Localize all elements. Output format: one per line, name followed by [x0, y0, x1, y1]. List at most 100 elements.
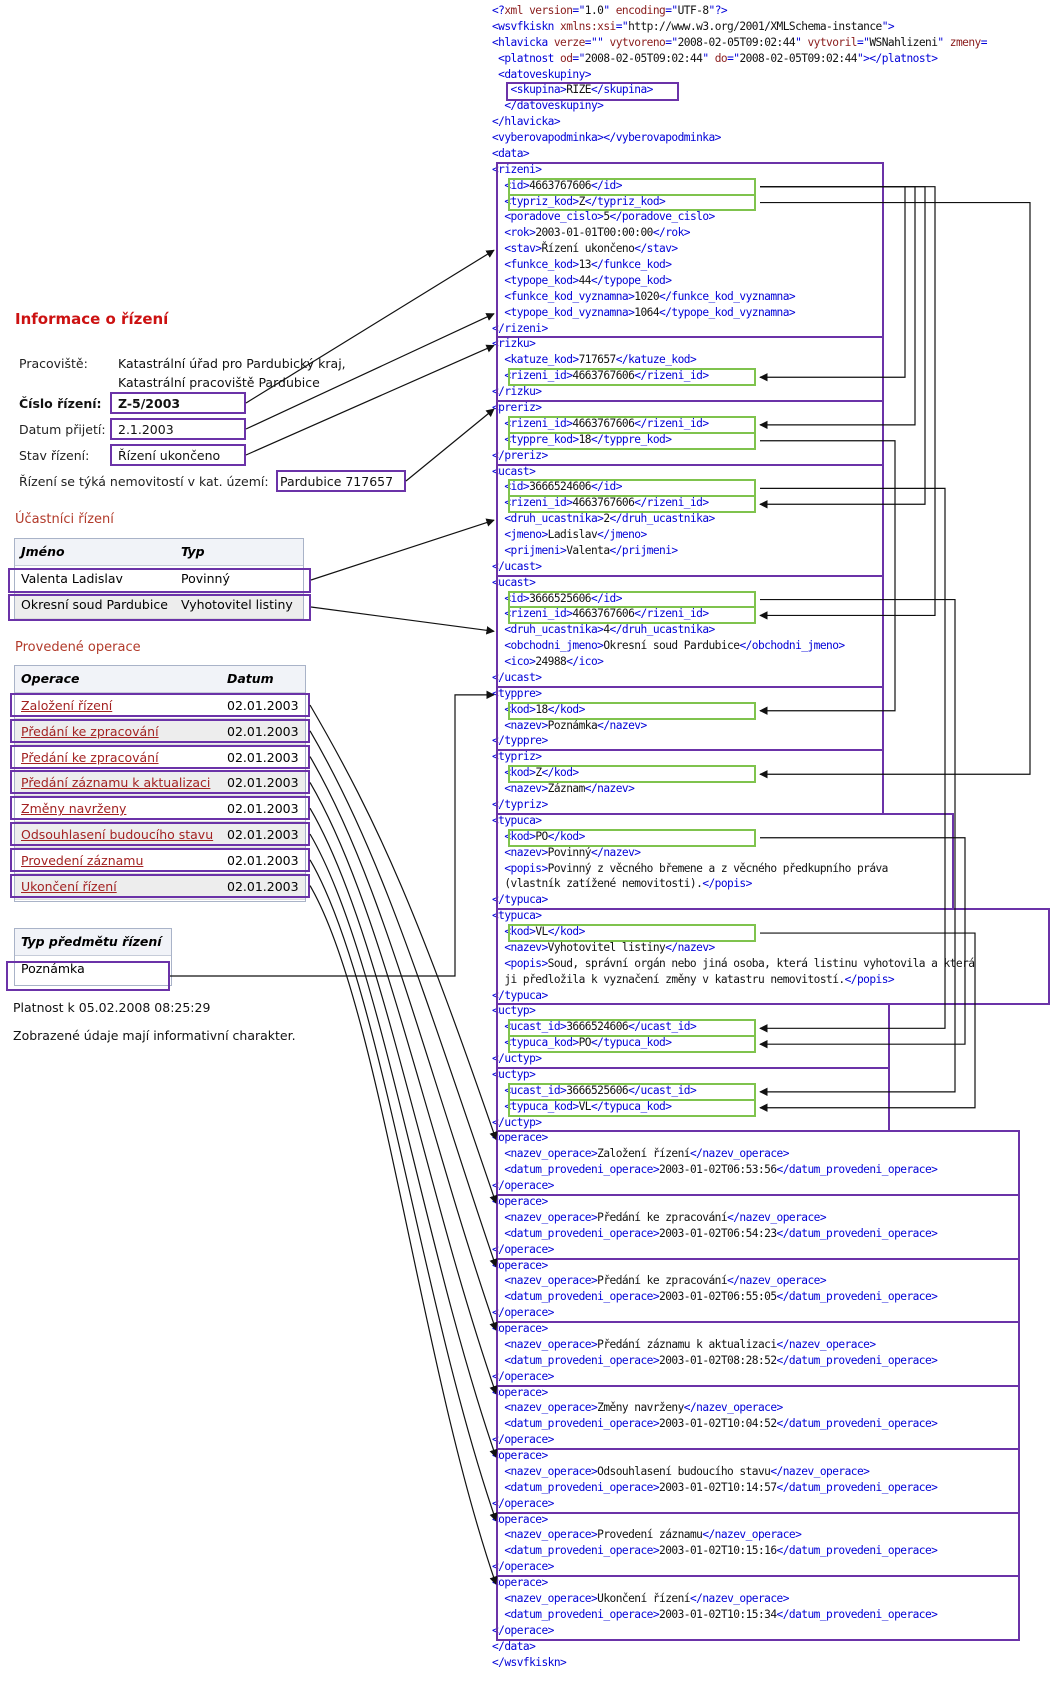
xml-token: <nazev_operace> — [492, 1210, 598, 1224]
xml-token: <typope_kod_vyznamna> — [492, 305, 635, 319]
xml-token: Z — [535, 766, 542, 780]
operation-link[interactable]: Odsouhlasení budoucího stavu — [21, 827, 214, 842]
operation-date: 02.01.2003 — [227, 775, 299, 791]
xml-token: <datum_provedeni_operace> — [492, 1544, 660, 1558]
operation-to-xml-line — [309, 782, 498, 1331]
xml-line: <ucast> — [492, 576, 536, 589]
xml-token: <typuca> — [492, 909, 542, 923]
xml-token: </typope_kod> — [590, 273, 672, 287]
xml-token: <hlavicka — [492, 35, 554, 49]
xml-token: <druh_ucastnika> — [492, 512, 604, 526]
participant-type: Vyhotovitel listiny — [181, 597, 293, 612]
xml-token: 1.0 — [584, 4, 604, 17]
col-type-header: Typ — [181, 544, 205, 559]
xml-line: </uctyp> — [492, 1116, 542, 1129]
xml-token: 3666524606 — [566, 1020, 629, 1034]
xml-line: <nazev_operace>Provedení záznamu</nazev_… — [492, 1528, 801, 1541]
xml-token: </operace> — [492, 1306, 554, 1320]
operation-to-xml-line — [309, 885, 498, 1585]
xml-token: zmeny — [949, 35, 981, 49]
xml-line: <typope_kod>44</typope_kod> — [492, 273, 672, 287]
cadastre-label: Řízení se týká nemovitostí v kat. území: — [19, 474, 269, 489]
xml-token: </datum_provedeni_operace> — [776, 1607, 938, 1621]
xml-token: 2003-01-02T08:28:52 — [659, 1353, 777, 1367]
xml-token: 13 — [578, 258, 592, 272]
xml-token: 2 — [603, 512, 610, 526]
xml-token: </nazev> — [584, 782, 635, 796]
xml-token: <nazev_operace> — [492, 1337, 598, 1351]
operation-date: 02.01.2003 — [227, 878, 299, 894]
xml-token: <kod> — [492, 829, 536, 843]
xml-token: </ico> — [566, 655, 604, 669]
xml-token: <nazev_operace> — [492, 1528, 598, 1542]
xml-token: 2003-01-01T00:00:00 — [535, 226, 653, 240]
xml-token: ji předložila k vyznačení změny v katast… — [492, 972, 845, 986]
xml-line: <kod>VL</kod> — [492, 925, 585, 938]
xml-token: </rizku> — [492, 385, 542, 399]
operation-link[interactable]: Předání ke zpracování — [21, 749, 159, 765]
xml-token: <? — [492, 4, 505, 17]
xml-token: Z — [578, 194, 586, 208]
xml-token: </ucast_id> — [628, 1020, 697, 1034]
xml-token: </kod> — [547, 829, 586, 843]
xml-token: Předání záznamu k aktualizaci — [597, 1337, 777, 1351]
operation-link[interactable]: Změny navrženy — [21, 801, 127, 817]
xml-token: <katuze_kod> — [492, 353, 579, 367]
xml-token: Změny navrženy — [597, 1401, 684, 1415]
fk-rizku-line — [759, 186, 906, 382]
xml-token: <datum_provedeni_operace> — [492, 1417, 660, 1431]
operation-link[interactable]: Ukončení řízení — [21, 878, 117, 894]
operation-to-xml-line — [309, 807, 498, 1395]
operation-link[interactable]: Založení řízení — [21, 698, 113, 713]
xml-token: 4663767606 — [572, 416, 635, 430]
xml-line: <funkce_kod_vyznamna>1020</funkce_kod_vy… — [492, 290, 795, 303]
fk-typriz-line — [759, 201, 1031, 779]
xml-token: </operace> — [492, 1433, 554, 1447]
xml-token: 1020 — [634, 289, 660, 303]
xml-token: </datum_provedeni_operace> — [776, 1417, 938, 1431]
xml-token: http://www.w3.org/2001/XMLSchema-instanc… — [628, 19, 882, 33]
participants-heading: Účastníci řízení — [15, 512, 114, 527]
xml-line: <stav>Řízení ukončeno</stav> — [492, 242, 678, 255]
xml-line: <nazev_operace>Předání záznamu k aktuali… — [492, 1338, 876, 1351]
xml-line: <datum_provedeni_operace>2003-01-02T06:5… — [492, 1163, 938, 1177]
operation-link[interactable]: Předání ke zpracování — [21, 723, 159, 739]
workplace-value-line2: Katastrální pracoviště Pardubice — [118, 375, 320, 390]
xml-token: </datum_provedeni_operace> — [776, 1163, 938, 1177]
xml-token: Ukončení řízení — [597, 1592, 690, 1605]
fk-ucast-line — [759, 186, 926, 509]
xml-line: </operace> — [492, 1243, 554, 1256]
xml-token: Řízení ukončeno — [541, 242, 635, 256]
xml-token: <datoveskupiny> — [492, 67, 591, 81]
operation-link[interactable]: Provedení záznamu — [21, 852, 144, 868]
xml-token: "?> — [708, 4, 728, 17]
xml-token: </wsvfkiskn> — [492, 1655, 567, 1669]
xml-token: </katuze_kod> — [615, 353, 697, 367]
xml-line: <datum_provedeni_operace>2003-01-02T10:0… — [492, 1417, 938, 1431]
xml-token: <wsvfkiskn — [492, 19, 561, 33]
xml-token: </kod> — [547, 702, 586, 716]
operation-date: 02.01.2003 — [227, 852, 299, 868]
xml-token: </operace> — [492, 1623, 554, 1637]
xml-token: =" — [572, 4, 585, 17]
xml-token: <obchodni_jmeno> — [492, 639, 604, 653]
xml-token: Soud, správní orgán nebo jiná osoba, kte… — [547, 956, 975, 970]
xml-token: <kod> — [492, 702, 536, 716]
xml-token: </rizeni_id> — [634, 369, 709, 383]
xml-token: </datum_provedeni_operace> — [776, 1544, 938, 1558]
xml-token: (vlastník zatížené nemovitosti). — [492, 877, 703, 891]
xml-token: " — [702, 51, 715, 65]
xml-token: </operace> — [492, 1369, 554, 1383]
xml-token: <operace> — [492, 1322, 548, 1336]
xml-token: <datum_provedeni_operace> — [492, 1353, 660, 1367]
xml-token: 2008-02-05T09:02:44 — [584, 51, 703, 65]
xml-token: 2003-01-02T10:04:52 — [659, 1417, 777, 1431]
operation-link[interactable]: Předání záznamu k aktualizaci — [21, 775, 211, 791]
xml-token: </nazev_operace> — [727, 1210, 827, 1224]
xml-token: <operace> — [492, 1512, 548, 1526]
xml-token: xmlns:xsi — [560, 19, 616, 33]
xml-token: <popis> — [492, 956, 548, 970]
xml-token: </datum_provedeni_operace> — [776, 1353, 938, 1367]
